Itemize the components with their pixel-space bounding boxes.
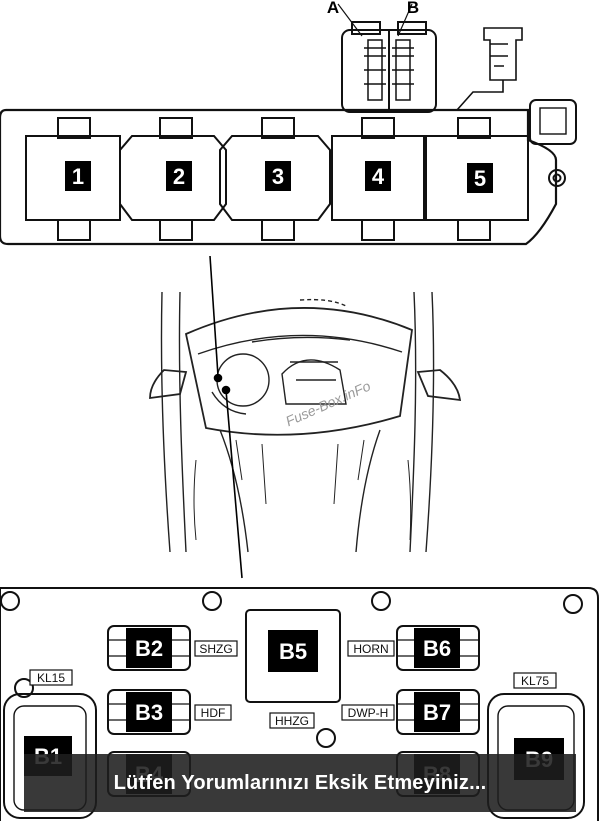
fuse-b5: [245, 609, 341, 703]
relay-2-label: 2: [173, 164, 185, 189]
tag-kl75: KL75: [521, 674, 549, 688]
tag-dwp-h: DWP-H: [348, 706, 389, 720]
relay-labels: 1 2 3 4 5: [65, 161, 493, 193]
relay-4: [331, 117, 425, 241]
fuse-b7-label: B7: [423, 700, 451, 725]
connector-b-label: B: [407, 0, 419, 17]
car-top-view: [149, 291, 462, 553]
relay-4-label: 4: [372, 164, 385, 189]
relay-5-label: 5: [474, 166, 486, 191]
relay-3-label: 3: [272, 164, 284, 189]
side-connector: [456, 27, 577, 187]
connector-block: [341, 21, 437, 113]
leader-lines: [209, 255, 243, 579]
tag-kl15: KL15: [37, 671, 65, 685]
tag-horn: HORN: [353, 642, 388, 656]
top-relay-panel: [0, 3, 577, 246]
fuse-b3-label: B3: [135, 700, 163, 725]
relay-1-label: 1: [72, 164, 84, 189]
fuse-b6-label: B6: [423, 636, 451, 661]
tag-hdf: HDF: [201, 706, 226, 720]
fuse-b2-label: B2: [135, 636, 163, 661]
relay-3: [219, 117, 331, 241]
fuse-b5-label: B5: [279, 639, 307, 664]
tag-hhzg: HHZG: [275, 714, 309, 728]
connector-a-label: A: [327, 0, 339, 17]
relay-2: [119, 117, 227, 241]
tag-shzg: SHZG: [199, 642, 232, 656]
relay-5: [425, 117, 529, 241]
circuit-tags: KL15 KL75 SHZG HDF HHZG HORN DWP-H: [29, 640, 557, 729]
comment-banner: Lütfen Yorumlarınızı Eksik Etmeyiniz...: [24, 754, 576, 812]
